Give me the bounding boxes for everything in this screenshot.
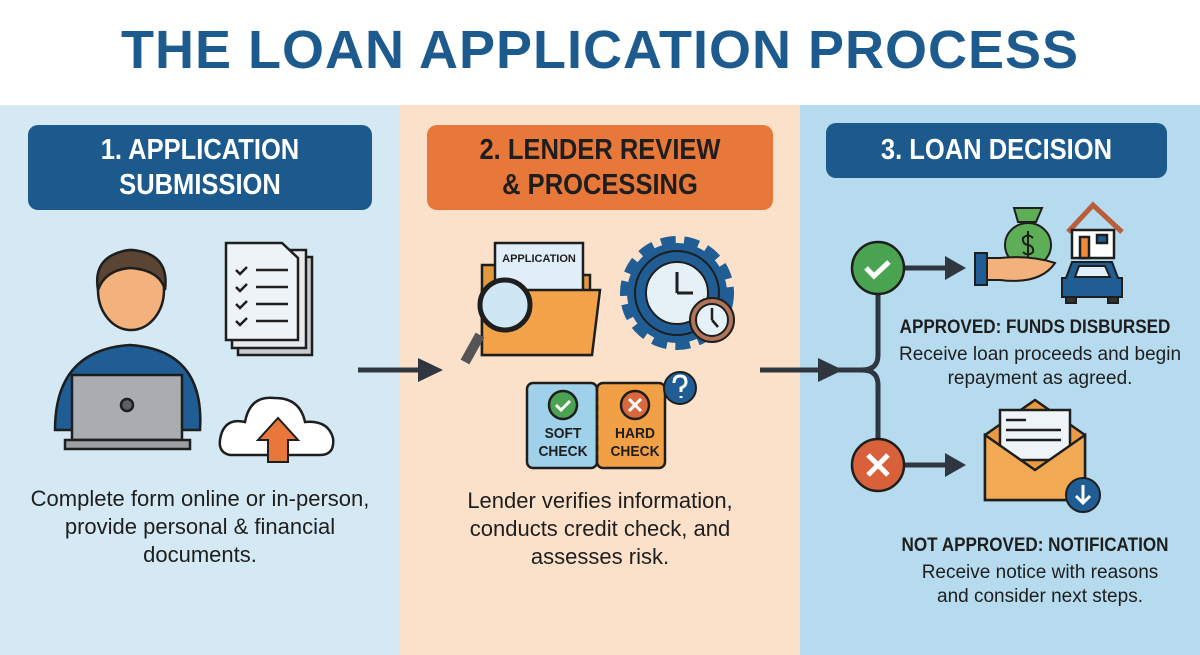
- step-1-description: Complete form online or in-person, provi…: [30, 486, 370, 567]
- page-title: THE LOAN APPLICATION PROCESS: [120, 20, 1080, 80]
- step-1-header: [28, 125, 372, 210]
- person-laptop-icon: [53, 248, 202, 451]
- application-doc-label: APPLICATION: [502, 253, 576, 265]
- checklist-document-icon: [224, 241, 314, 357]
- folder-magnifier-icon: [460, 241, 602, 365]
- car-icon: [1061, 261, 1123, 304]
- step-1-header-line-2: SUBMISSION: [119, 169, 281, 201]
- arrow-head: [945, 453, 966, 477]
- hard-check-label: HARD CHECK: [610, 425, 660, 460]
- arrow-head: [818, 358, 843, 382]
- question-icon: [663, 371, 697, 405]
- decision-branch-arrows: [760, 265, 950, 468]
- step-2-description: Lender verifies information, conducts cr…: [467, 488, 733, 569]
- gear-clock-icon: [620, 236, 735, 350]
- x-icon: [850, 437, 906, 493]
- download-icon: [1065, 477, 1101, 513]
- money-bag-hand-icon: [974, 207, 1057, 286]
- flow-arrow: [358, 358, 443, 382]
- house-icon: [1066, 201, 1124, 260]
- credit-check-card: [525, 381, 667, 470]
- step-3-panel: [800, 105, 1200, 655]
- approved-description: Receive loan proceeds and begin repaymen…: [898, 344, 1182, 389]
- step-2-header-line-1: 2. LENDER REVIEW: [479, 134, 721, 166]
- not-approved-label: NOT APPROVED: NOTIFICATION: [901, 535, 1169, 556]
- step-1-header-line-1: 1. APPLICATION: [100, 134, 300, 166]
- check-icon: [850, 240, 906, 296]
- cloud-upload-icon: [218, 396, 335, 463]
- step-3-header: [826, 123, 1167, 178]
- step-3-header-text: 3. LOAN DECISION: [880, 134, 1113, 166]
- soft-check-label: SOFT CHECK: [538, 425, 588, 460]
- approved-label: APPROVED: FUNDS DISBURSED: [899, 317, 1171, 338]
- not-approved-description: Receive notice with reasons and consider…: [921, 562, 1159, 607]
- envelope-icon: [983, 398, 1087, 502]
- step-2-header-line-2: & PROCESSING: [502, 169, 698, 201]
- arrow-head: [945, 256, 966, 280]
- step-2-header: [427, 125, 773, 210]
